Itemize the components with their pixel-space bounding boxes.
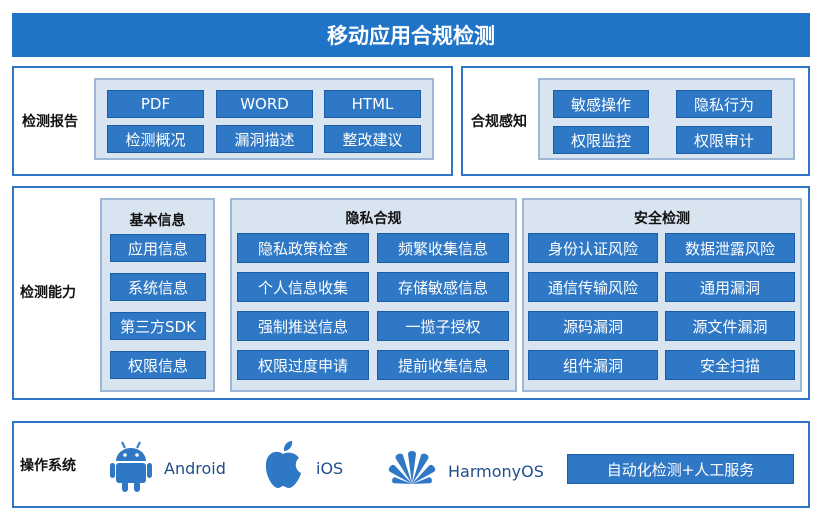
capability-label: 检测能力	[20, 285, 76, 301]
basic-third-party-sdk: 第三方SDK	[110, 312, 206, 340]
compliance-permission-audit: 权限审计	[676, 126, 772, 154]
privacy-item: 强制推送信息	[237, 311, 369, 341]
report-fix-advice: 整改建议	[324, 125, 421, 153]
security-item: 通用漏洞	[665, 272, 795, 302]
basic-app-info: 应用信息	[110, 234, 206, 262]
basic-permission-info: 权限信息	[110, 351, 206, 379]
security-item: 通信传输风险	[528, 272, 658, 302]
compliance-label: 合规感知	[471, 114, 527, 130]
apple-icon	[262, 440, 304, 490]
security-item: 源文件漏洞	[665, 311, 795, 341]
security-item: 数据泄露风险	[665, 233, 795, 263]
android-label: Android	[164, 458, 226, 478]
huawei-icon	[386, 447, 438, 485]
privacy-item: 个人信息收集	[237, 272, 369, 302]
compliance-sensitive-op: 敏感操作	[553, 90, 649, 118]
page-title: 移动应用合规检测	[12, 13, 810, 57]
report-html: HTML	[324, 90, 421, 118]
os-label: 操作系统	[20, 458, 76, 474]
security-item: 源码漏洞	[528, 311, 658, 341]
compliance-permission-monitor: 权限监控	[553, 126, 649, 154]
basic-info-title: 基本信息	[129, 213, 186, 229]
auto-manual-service: 自动化检测+人工服务	[567, 454, 794, 484]
ios-label: iOS	[316, 458, 344, 478]
compliance-privacy-behavior: 隐私行为	[676, 90, 772, 118]
privacy-item: 权限过度申请	[237, 350, 369, 380]
privacy-item: 频繁收集信息	[377, 233, 509, 263]
report-overview: 检测概况	[107, 125, 204, 153]
privacy-item: 存储敏感信息	[377, 272, 509, 302]
android-icon	[110, 439, 152, 493]
report-label: 检测报告	[22, 114, 78, 130]
harmonyos-label: HarmonyOS	[448, 461, 544, 481]
security-item: 安全扫描	[665, 350, 795, 380]
basic-system-info: 系统信息	[110, 273, 206, 301]
security-item: 身份认证风险	[528, 233, 658, 263]
report-vuln-desc: 漏洞描述	[216, 125, 313, 153]
security-item: 组件漏洞	[528, 350, 658, 380]
report-word: WORD	[216, 90, 313, 118]
privacy-title: 隐私合规	[345, 211, 402, 227]
privacy-item: 隐私政策检查	[237, 233, 369, 263]
privacy-item: 提前收集信息	[377, 350, 509, 380]
privacy-item: 一揽子授权	[377, 311, 509, 341]
report-pdf: PDF	[107, 90, 204, 118]
security-title: 安全检测	[634, 211, 690, 227]
